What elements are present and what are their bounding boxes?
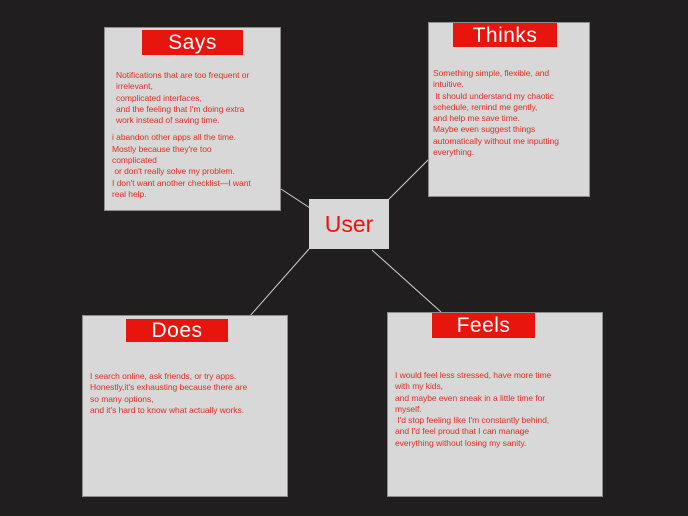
connector-does-user bbox=[248, 248, 310, 318]
says-notes: Notifications that are too frequent or i… bbox=[112, 70, 278, 206]
thinks-paragraph-1: Something simple, flexible, and intuitiv… bbox=[433, 68, 559, 158]
says-paragraph-1: Notifications that are too frequent or i… bbox=[116, 70, 250, 126]
feels-title: Feels bbox=[456, 314, 511, 337]
feels-header: Feels bbox=[432, 313, 535, 338]
does-title: Does bbox=[151, 319, 203, 342]
does-paragraph-1: I search online, ask friends, or try app… bbox=[90, 371, 248, 415]
connector-says-user bbox=[280, 188, 311, 209]
does-notes: I search online, ask friends, or try app… bbox=[90, 371, 286, 422]
says-title: Says bbox=[168, 31, 217, 54]
thinks-title: Thinks bbox=[472, 23, 538, 47]
thinks-notes: Something simple, flexible, and intuitiv… bbox=[433, 68, 588, 164]
says-card[interactable] bbox=[104, 27, 281, 211]
says-paragraph-2: i abandon other apps all the time. Mostl… bbox=[112, 132, 251, 199]
does-card[interactable] bbox=[82, 315, 288, 497]
feels-notes: I would feel less stressed, have more ti… bbox=[395, 370, 600, 455]
feels-card[interactable] bbox=[387, 312, 603, 497]
user-node-label: User bbox=[324, 210, 374, 237]
user-node[interactable]: User bbox=[309, 199, 389, 249]
connector-feels-user bbox=[371, 249, 442, 313]
feels-paragraph-1: I would feel less stressed, have more ti… bbox=[395, 370, 552, 448]
thinks-header: Thinks bbox=[453, 23, 557, 47]
does-header: Does bbox=[126, 319, 228, 342]
connector-thinks-user bbox=[387, 158, 430, 201]
thinks-card[interactable] bbox=[428, 22, 590, 197]
says-header: Says bbox=[142, 30, 243, 55]
